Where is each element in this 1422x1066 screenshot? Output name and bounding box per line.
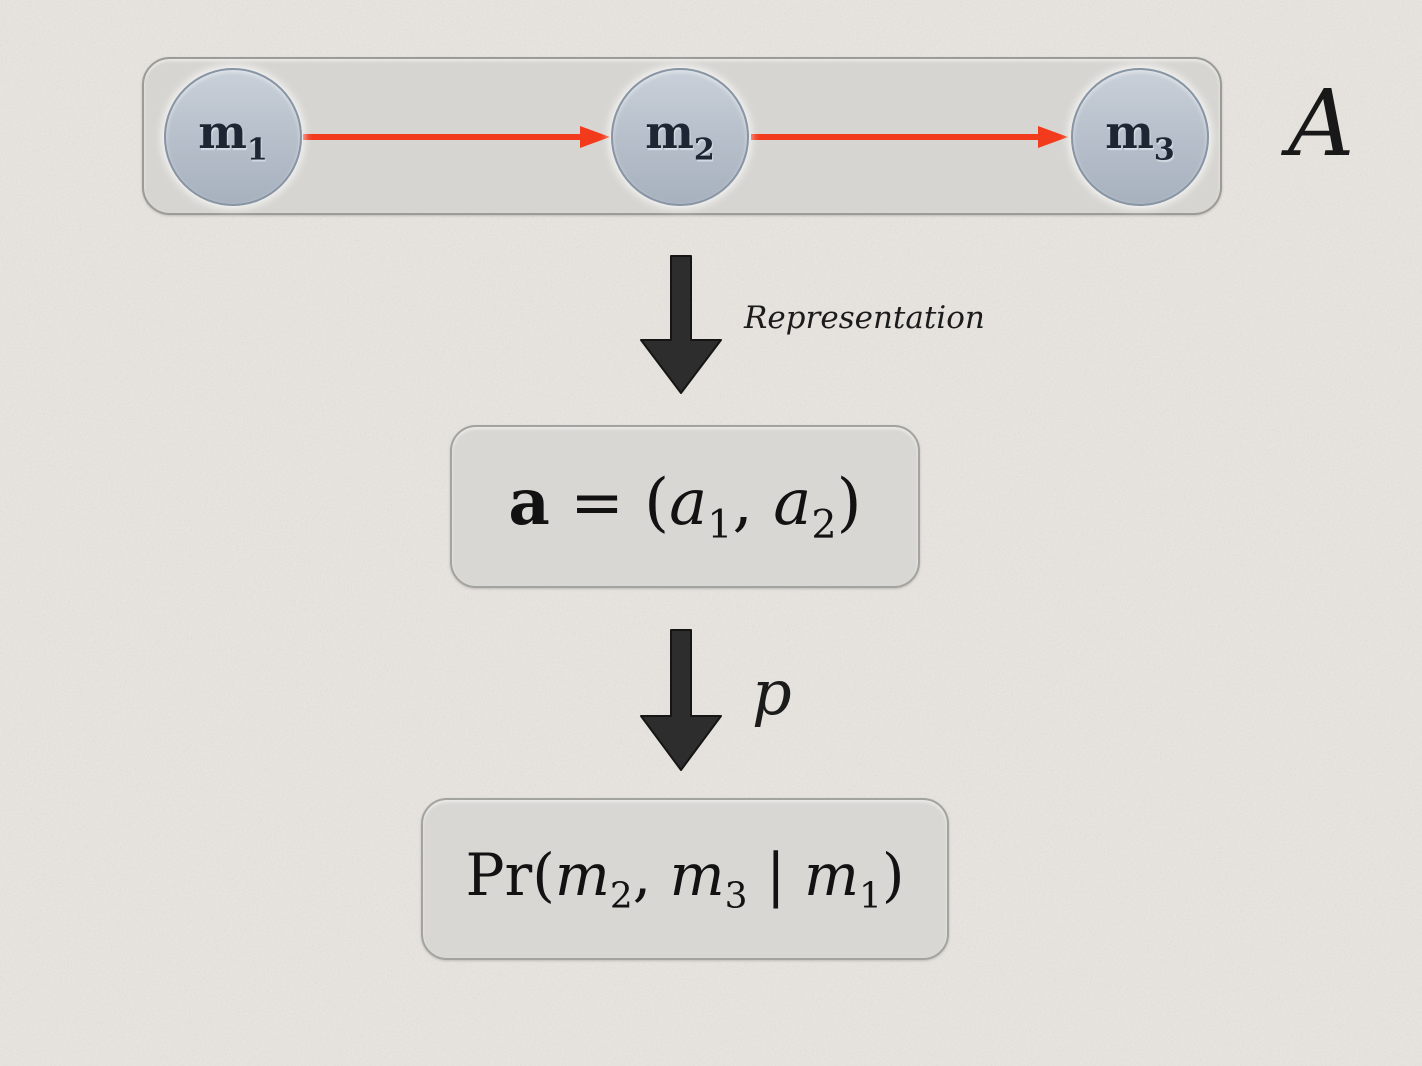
formula-part: 2 (811, 501, 837, 548)
formula-part: Pr( (465, 841, 555, 910)
formula-part: m (554, 841, 610, 910)
probability-formula-box: Pr(m2, m3 | m1) (421, 798, 949, 960)
representation-label: Representation (744, 300, 985, 336)
formula-part: , (732, 466, 774, 541)
node-m3-label: m3 (1105, 104, 1175, 168)
formula-part: = ( (549, 466, 670, 541)
node-m2-label: m2 (645, 104, 715, 168)
vector-formula: a = (a1, a2) (508, 465, 861, 548)
formula-part: a (669, 466, 708, 541)
formula-part: 2 (609, 875, 633, 917)
formula-part: m (669, 841, 725, 910)
node-m3: m3 (1071, 68, 1209, 206)
formula-part: a (508, 465, 550, 541)
formula-part: m (803, 841, 859, 910)
formula-part: , (632, 841, 670, 910)
vector-formula-box: a = (a1, a2) (450, 425, 920, 588)
formula-part: | (747, 841, 804, 910)
node-m1-label: m1 (198, 104, 268, 168)
down-arrow-p-icon (640, 629, 722, 771)
formula-part: a (773, 466, 812, 541)
chain-name-label: A (1288, 70, 1355, 177)
probability-formula: Pr(m2, m3 | m1) (466, 841, 905, 917)
formula-part: ) (881, 841, 905, 910)
formula-part: ) (836, 466, 862, 541)
formula-part: 1 (707, 501, 733, 548)
formula-part: 1 (858, 875, 882, 917)
node-m2: m2 (611, 68, 749, 206)
node-m1: m1 (164, 68, 302, 206)
down-arrow-representation-icon (640, 255, 722, 394)
formula-part: 3 (724, 875, 748, 917)
p-label: p (752, 656, 792, 729)
